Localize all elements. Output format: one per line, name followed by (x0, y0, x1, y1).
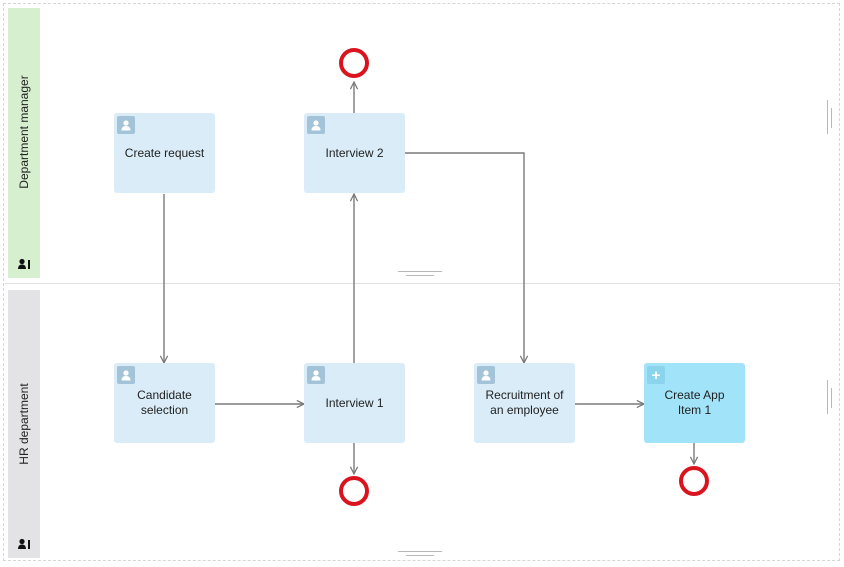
task-label: Interview 1 (325, 395, 384, 410)
user-task-icon (117, 116, 135, 134)
user-task-icon (477, 366, 495, 384)
side-resize-handle-hr[interactable] (827, 380, 833, 414)
task-label: Interview 2 (325, 145, 384, 160)
user-lane-icon (18, 538, 30, 549)
lane-resize-handle-manager[interactable] (398, 271, 442, 276)
task-create-request[interactable]: Create request (114, 113, 215, 193)
user-task-icon (307, 116, 325, 134)
user-task-icon (117, 366, 135, 384)
task-label: Create App Item 1 (664, 388, 725, 417)
task-candidate-selection[interactable]: Candidate selection (114, 363, 215, 443)
end-event-create-app-item[interactable] (679, 466, 709, 496)
lane-header-hr-department[interactable]: HR department (8, 290, 40, 558)
end-event-interview-1[interactable] (339, 476, 369, 506)
lane-title: Department manager (17, 75, 31, 189)
task-label: Recruitment of an employee (485, 388, 564, 417)
lane-divider (5, 283, 840, 284)
task-interview-2[interactable]: Interview 2 (304, 113, 405, 193)
lane-header-department-manager[interactable]: Department manager (8, 8, 40, 278)
task-recruitment-of-an-employee[interactable]: Recruitment of an employee (474, 363, 575, 443)
task-label: Candidate selection (137, 388, 192, 417)
lane-title: HR department (17, 383, 31, 465)
plus-icon: + (647, 366, 665, 384)
user-lane-icon (18, 258, 30, 269)
task-interview-1[interactable]: Interview 1 (304, 363, 405, 443)
task-create-app-item-1[interactable]: + Create App Item 1 (644, 363, 745, 443)
side-resize-handle-manager[interactable] (827, 100, 833, 134)
user-task-icon (307, 366, 325, 384)
end-event-interview-2[interactable] (339, 48, 369, 78)
diagram-frame (3, 3, 840, 561)
task-label: Create request (124, 145, 205, 160)
lane-resize-handle-hr[interactable] (398, 551, 442, 556)
